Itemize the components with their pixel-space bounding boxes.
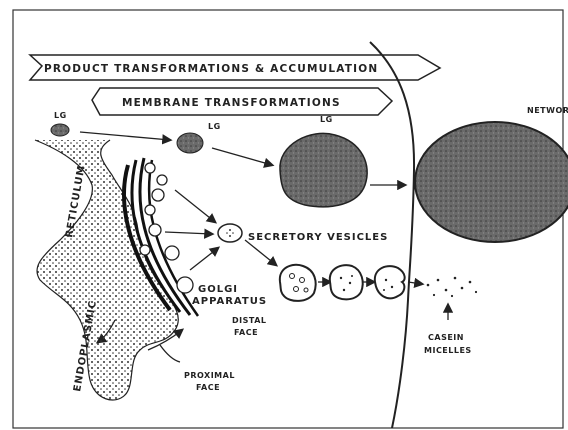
label-apparatus: APPARATUS <box>192 296 267 307</box>
label-top-right: NETWORK <box>527 106 568 115</box>
label-golgi: GOLGI <box>198 284 238 295</box>
label-distal-face: FACE <box>234 328 258 337</box>
label-proximal-face: FACE <box>196 383 220 392</box>
label-lg-1: LG <box>54 111 67 120</box>
vesicle-1 <box>280 265 316 301</box>
label-lg-3: LG <box>320 115 333 124</box>
banner-top-text: PRODUCT TRANSFORMATIONS & ACCUMULATION <box>44 63 378 75</box>
vesicle-3 <box>375 266 405 298</box>
lg-granule-large <box>280 133 367 206</box>
label-secretory-vesicles: SECRETORY VESICLES <box>248 232 388 243</box>
lg-granule-small <box>51 124 69 136</box>
vesicle-row <box>280 265 405 301</box>
banner-bottom-text: MEMBRANE TRANSFORMATIONS <box>122 97 341 109</box>
label-micelles: MICELLES <box>424 346 472 355</box>
label-proximal: PROXIMAL <box>184 371 235 380</box>
membrane-transformations-banner: MEMBRANE TRANSFORMATIONS <box>92 88 392 115</box>
fat-droplet <box>415 122 568 242</box>
label-casein: CASEIN <box>428 333 464 342</box>
product-transformations-banner: PRODUCT TRANSFORMATIONS & ACCUMULATION <box>30 55 440 80</box>
label-lg-2: LG <box>208 122 221 131</box>
vesicle-2 <box>330 265 363 299</box>
label-distal: DISTAL <box>232 316 267 325</box>
lg-granule-medium <box>177 133 203 153</box>
